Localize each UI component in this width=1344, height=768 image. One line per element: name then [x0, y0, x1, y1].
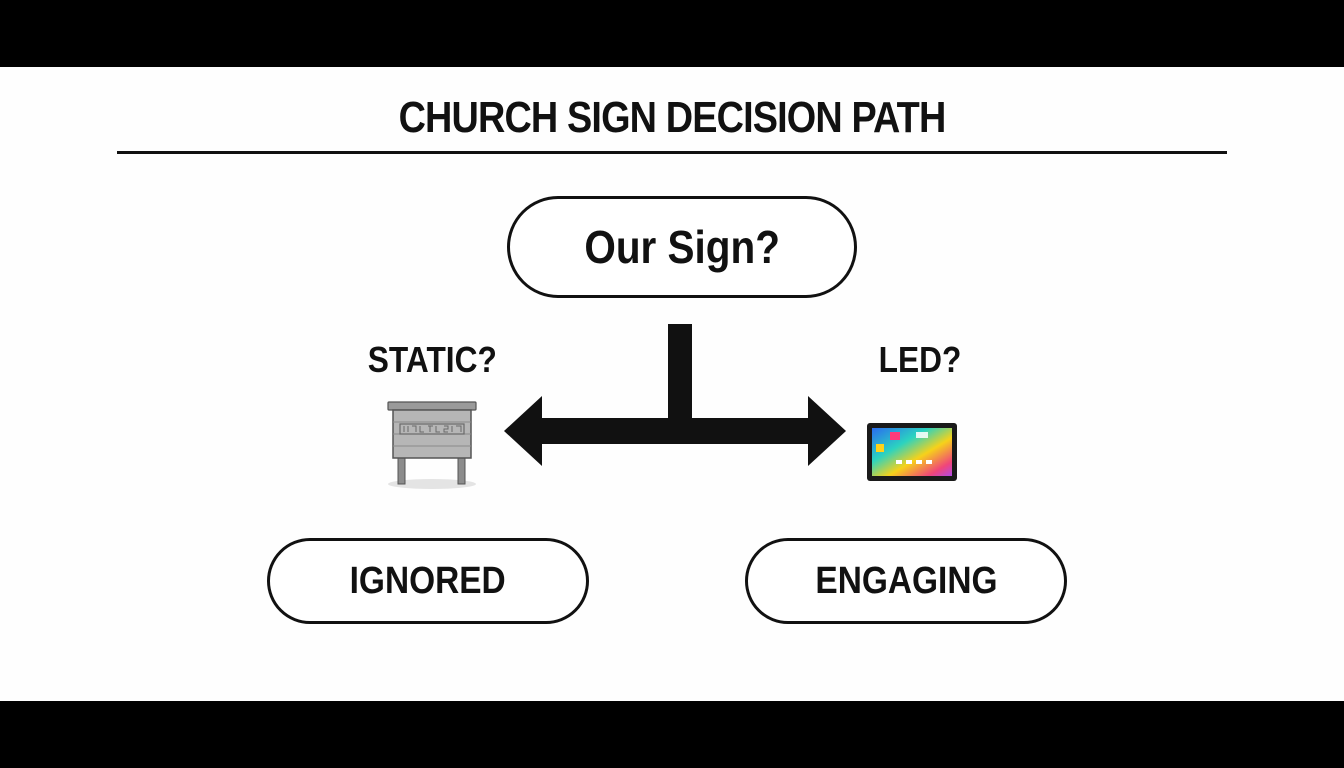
outcome-node-ignored: IGNORED: [267, 538, 589, 624]
outcome-label-ignored: IGNORED: [349, 559, 507, 602]
led-screen-icon: [867, 423, 957, 481]
connector-bar: [540, 418, 812, 444]
root-node: Our Sign?: [507, 196, 857, 298]
left-arrowhead: [504, 396, 542, 466]
outcome-label-engaging: ENGAGING: [814, 559, 998, 602]
outcome-node-engaging: ENGAGING: [745, 538, 1067, 624]
root-node-label: Our Sign?: [584, 221, 780, 273]
branch-label-static: STATIC?: [367, 339, 497, 380]
right-arrowhead: [808, 396, 846, 466]
letterbox-top: [0, 0, 1344, 67]
letterbox-bottom: [0, 701, 1344, 768]
diagram-title: CHURCH SIGN DECISION PATH: [398, 93, 947, 142]
connector-stem: [668, 324, 692, 420]
branch-label-led: LED?: [878, 339, 962, 380]
wooden-sign-icon: [387, 401, 477, 489]
title-underline: [117, 151, 1227, 154]
